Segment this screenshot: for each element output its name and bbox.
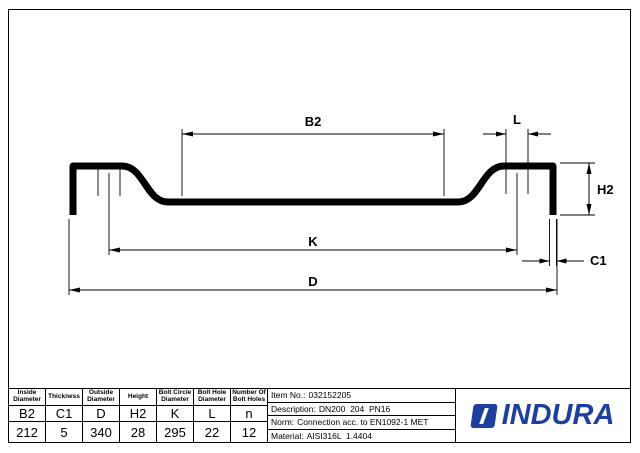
- item-info-panel: Item No.:032152205 Description:DN200 204…: [268, 389, 456, 442]
- flange-technical-drawing: B2 L H2 K C1 D: [68, 112, 614, 295]
- info-value: Connection acc. to EN1092-1 MET: [297, 417, 429, 428]
- dimension-lines: [69, 133, 590, 291]
- info-row-norm: Norm:Connection acc. to EN1092-1 MET: [268, 416, 455, 430]
- label-k: K: [308, 234, 318, 249]
- info-value: 032152205: [308, 390, 352, 401]
- column-header: Outside Diameter: [83, 389, 119, 406]
- column-symbol: K: [157, 406, 193, 422]
- table-col-inside-diameter: Inside Diameter B2 212: [9, 389, 46, 442]
- brand-logo: INDURA: [456, 389, 630, 442]
- label-d: D: [308, 274, 317, 289]
- column-symbol: B2: [9, 406, 45, 422]
- column-header: Thickness: [46, 389, 82, 406]
- info-label: Description:: [271, 403, 316, 414]
- column-value: 340: [90, 424, 112, 440]
- label-l: L: [513, 112, 521, 127]
- column-header: Height: [120, 389, 156, 406]
- info-row-item-no: Item No.:032152205: [268, 389, 455, 403]
- info-row-description: Description:DN200 204 PN16: [268, 403, 455, 416]
- column-header: Bolt Hole Diameter: [194, 389, 230, 406]
- column-value: 212: [16, 424, 38, 440]
- indura-logo-icon: [469, 403, 498, 428]
- logo-slash-mark: [478, 407, 489, 424]
- dimension-arrowheads: [69, 131, 592, 293]
- table-col-bolt-circle-diameter: Bolt Circle Diameter K 295: [157, 389, 194, 442]
- label-c1: C1: [590, 253, 607, 268]
- column-symbol: C1: [46, 406, 82, 422]
- column-symbol: L: [194, 406, 230, 422]
- table-col-outside-diameter: Outside Diameter D 340: [83, 389, 120, 442]
- table-col-height: Height H2 28: [120, 389, 157, 442]
- column-value: 22: [204, 424, 220, 440]
- table-col-thickness: Thickness C1 5: [46, 389, 83, 442]
- table-col-number-of-bolt-holes: Number Of Bolt Holes n 12: [231, 389, 268, 442]
- info-value: DN200 204 PN16: [318, 403, 391, 414]
- brand-name: INDURA: [501, 399, 615, 431]
- info-label: Norm:: [271, 417, 295, 428]
- column-symbol: n: [231, 406, 267, 422]
- column-symbol: H2: [120, 406, 156, 422]
- column-value: 295: [164, 424, 186, 440]
- flange-profile: [69, 162, 557, 215]
- title-block: Inside Diameter B2 212 Thickness C1 5 Ou…: [9, 388, 630, 442]
- info-row-material: Material:AISI316L 1.4404: [268, 430, 455, 443]
- column-header: Bolt Circle Diameter: [157, 389, 193, 406]
- drawing-sheet: B2 L H2 K C1 D Inside Diameter B2 212 Th…: [8, 9, 631, 443]
- label-h2: H2: [597, 182, 614, 197]
- info-label: Item No.:: [271, 390, 306, 401]
- info-value: AISI316L 1.4404: [306, 430, 372, 441]
- column-value: 5: [60, 424, 68, 440]
- flange-cross-section-outline: [69, 162, 557, 215]
- extension-lines: [68, 129, 595, 295]
- column-header: Inside Diameter: [9, 389, 45, 406]
- column-symbol: D: [83, 406, 119, 422]
- dimension-labels: B2 L H2 K C1 D: [305, 112, 614, 289]
- label-b2: B2: [305, 114, 322, 129]
- table-col-bolt-hole-diameter: Bolt Hole Diameter L 22: [194, 389, 231, 442]
- column-value: 28: [130, 424, 146, 440]
- column-value: 12: [241, 424, 257, 440]
- column-header: Number Of Bolt Holes: [231, 389, 267, 406]
- info-label: Material:: [271, 430, 304, 441]
